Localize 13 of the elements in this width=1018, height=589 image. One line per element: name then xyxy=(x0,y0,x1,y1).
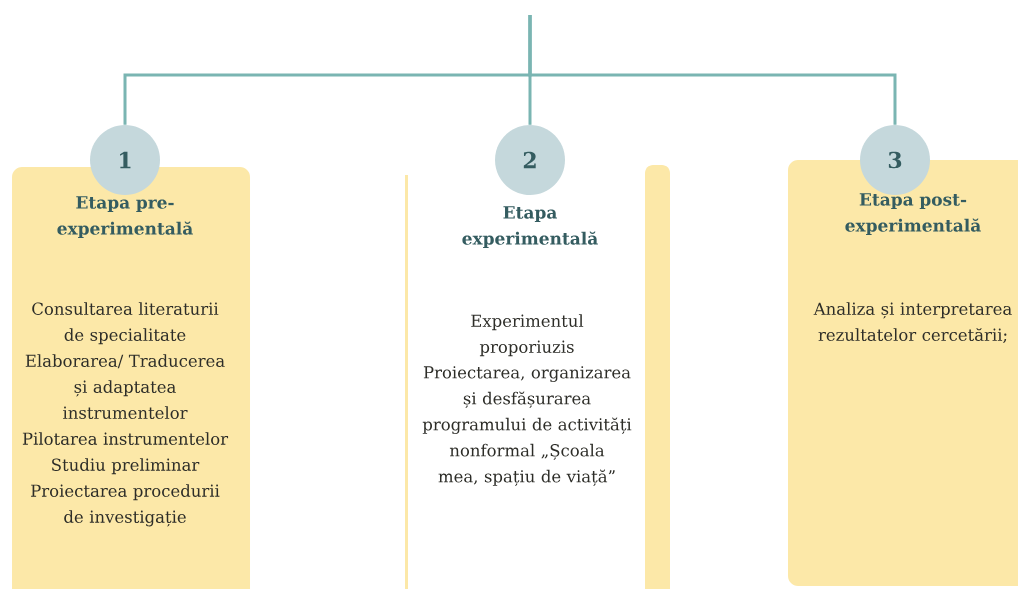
step-text: Analiza și interpretarea rezultatelor cercetării; xyxy=(813,302,1012,343)
step-text: Studiu preliminar xyxy=(52,458,200,475)
step-text: Elaborarea/ Traducerea și adaptatea instrumentelor xyxy=(25,354,225,419)
step-text: Pilotarea instrumentelor xyxy=(22,432,229,445)
step-text: Proiectarea procedurii de investigație xyxy=(31,484,220,527)
stage-card xyxy=(12,167,250,589)
step-text: Experimentul proporiuzis xyxy=(471,314,584,357)
connector-line xyxy=(528,15,897,125)
heading: Etapa pre-experimentală xyxy=(57,196,193,239)
heading: Etapa post-experimentală xyxy=(845,193,981,236)
step-text: Proiectarea, organizarea și desfășurarea programului de activități nonformal „Școala mea, spațiu de viață” xyxy=(422,366,632,487)
heading: Etapa experimentală xyxy=(462,206,598,249)
step-text: Consultarea literaturii de specialitate xyxy=(32,302,219,345)
